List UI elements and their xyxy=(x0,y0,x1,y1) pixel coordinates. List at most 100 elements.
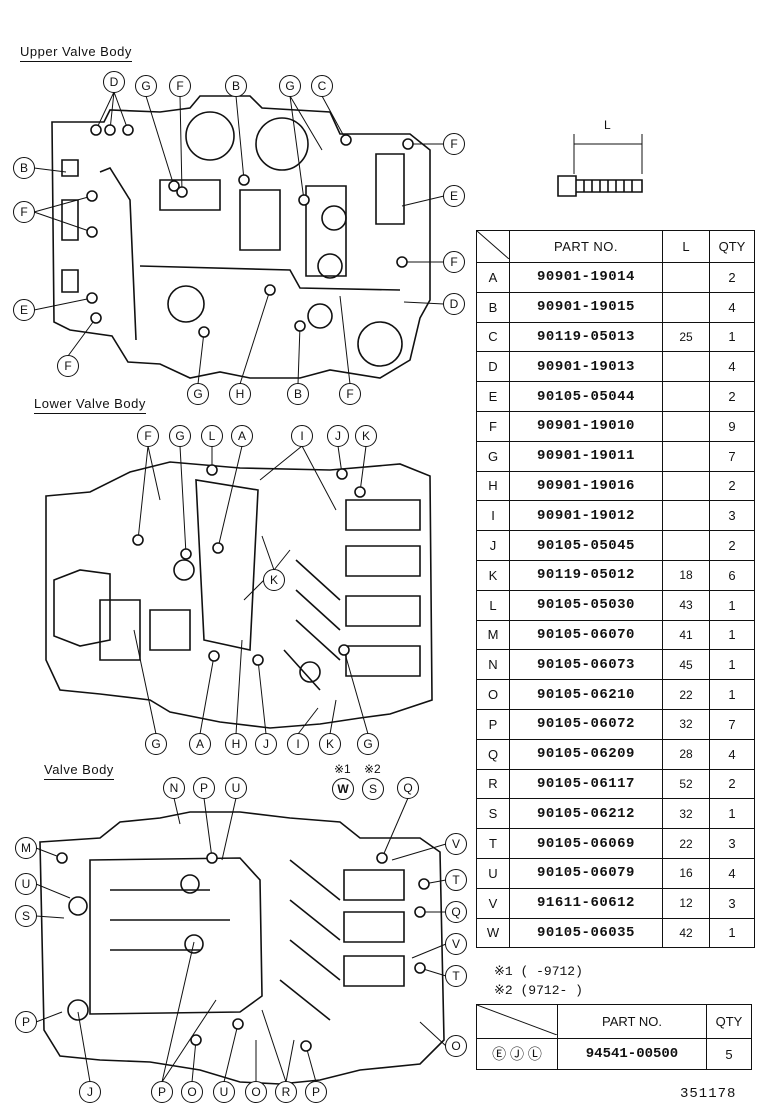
callout-upper: D xyxy=(103,71,125,93)
part-length: 22 xyxy=(662,679,710,710)
part-qty: 1 xyxy=(709,589,755,621)
callout-upper: F xyxy=(13,201,35,223)
part-length: 25 xyxy=(662,321,710,353)
part-length: 22 xyxy=(662,828,710,859)
callout-lower: K xyxy=(263,569,285,591)
part-number: 90105-06212 xyxy=(509,798,663,830)
part-number: 90901-19013 xyxy=(509,351,663,383)
callout-valve: S xyxy=(15,905,37,927)
part-length xyxy=(662,351,710,383)
part-number: 90901-19016 xyxy=(509,470,663,502)
part-length xyxy=(662,530,710,561)
part-length: 12 xyxy=(662,887,710,919)
callout-valve: O xyxy=(245,1081,267,1103)
note-1: ※1 ( -9712) xyxy=(494,964,583,979)
part-key: C xyxy=(476,321,510,353)
callout-lower: F xyxy=(137,425,159,447)
part-qty: 2 xyxy=(709,381,755,412)
callout-valve: T xyxy=(445,869,467,891)
part-key: U xyxy=(476,857,510,889)
part-qty: 7 xyxy=(709,708,755,740)
valve-body-outline xyxy=(39,811,445,1085)
part-key: O xyxy=(476,679,510,710)
part-length: 32 xyxy=(662,708,710,740)
part-qty: 4 xyxy=(709,291,755,323)
gasket-keys: Ⓔ Ⓙ Ⓛ xyxy=(476,1038,558,1070)
callout-valve: V xyxy=(445,833,467,855)
gasket-diagonal-cell xyxy=(476,1004,558,1039)
callout-lower: L xyxy=(201,425,223,447)
gasket-qty: 5 xyxy=(706,1038,752,1070)
part-number: 90901-19012 xyxy=(509,500,663,532)
part-qty: 2 xyxy=(709,768,755,800)
callout-upper: G xyxy=(187,383,209,405)
callout-lower: K xyxy=(319,733,341,755)
s-mark: S xyxy=(362,778,384,800)
date-notes: ※1 ( -9712) ※2 (9712- ) xyxy=(494,962,583,1000)
part-key: P xyxy=(476,708,510,740)
part-qty: 6 xyxy=(709,559,755,591)
part-number: 90105-05044 xyxy=(509,381,663,412)
part-number: 90901-19011 xyxy=(509,440,663,472)
part-number: 90105-06073 xyxy=(509,649,663,681)
callout-upper: B xyxy=(287,383,309,405)
callout-valve: R xyxy=(275,1081,297,1103)
callout-upper: F xyxy=(443,251,465,273)
part-qty: 1 xyxy=(709,649,755,681)
callout-upper: B xyxy=(225,75,247,97)
part-qty: 1 xyxy=(709,917,755,949)
part-qty: 4 xyxy=(709,351,755,383)
callout-valve: P xyxy=(305,1081,327,1103)
upper-body-outline xyxy=(51,95,431,379)
callout-lower: G xyxy=(357,733,379,755)
part-number: 90901-19014 xyxy=(509,262,663,293)
header-qty: QTY xyxy=(709,230,755,263)
callout-upper: G xyxy=(279,75,301,97)
part-key: J xyxy=(476,530,510,561)
part-number: 91611-60612 xyxy=(509,887,663,919)
callout-valve: U xyxy=(15,873,37,895)
part-key: B xyxy=(476,291,510,323)
callout-valve: Q xyxy=(445,901,467,923)
part-qty: 3 xyxy=(709,887,755,919)
header-length: L xyxy=(662,230,710,263)
callout-upper: E xyxy=(13,299,35,321)
figure-id: 351178 xyxy=(680,1086,737,1102)
part-qty: 7 xyxy=(709,440,755,472)
callout-lower: G xyxy=(169,425,191,447)
part-qty: 4 xyxy=(709,857,755,889)
part-key: G xyxy=(476,440,510,472)
part-key: Q xyxy=(476,738,510,770)
part-number: 90105-06069 xyxy=(509,828,663,859)
bolt-shape xyxy=(557,175,643,197)
lower-valve-body-title: Lower Valve Body xyxy=(34,396,146,414)
parts-table-header: PART NO. L QTY xyxy=(476,230,755,263)
diagonal-line xyxy=(476,230,510,260)
part-length xyxy=(662,410,710,442)
s-note-mark: ※2 xyxy=(364,762,381,776)
part-key: L xyxy=(476,589,510,621)
w-mark: W xyxy=(332,778,354,800)
callout-valve: M xyxy=(15,837,37,859)
callout-valve: O xyxy=(181,1081,203,1103)
bolt-length-label: L xyxy=(604,118,611,132)
callout-upper: H xyxy=(229,383,251,405)
callout-upper: C xyxy=(311,75,333,97)
part-key: A xyxy=(476,262,510,293)
callout-lower: J xyxy=(255,733,277,755)
part-length: 41 xyxy=(662,619,710,651)
